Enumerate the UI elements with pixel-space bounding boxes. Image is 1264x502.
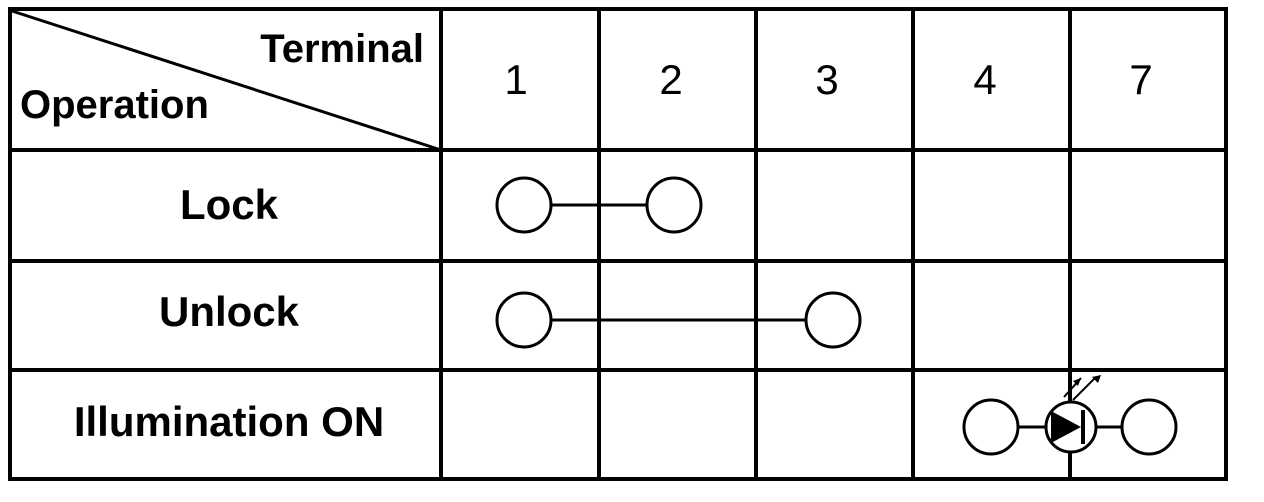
unlock-continuity-connection: [495, 291, 862, 349]
terminal-number-2: 2: [659, 56, 682, 103]
terminal-header: Terminal: [260, 27, 424, 71]
terminal-4-circle: [962, 398, 1020, 456]
row-label-illumination-on: Illumination ON: [74, 398, 384, 445]
corner-diagonal: [11, 9, 442, 152]
terminal-number-1: 1: [504, 56, 527, 103]
table-border: [8, 7, 1228, 481]
terminal-3-circle: [804, 291, 862, 349]
terminal-number-4: 4: [973, 56, 996, 103]
terminal-1-circle: [495, 291, 553, 349]
led-icon: [1051, 375, 1101, 444]
operation-header: Operation: [20, 83, 209, 127]
table-grid: [8, 7, 1228, 481]
terminal-number-3: 3: [815, 56, 838, 103]
lock-continuity-connection: [495, 176, 703, 234]
terminal-7-circle: [1120, 398, 1178, 456]
row-label-lock: Lock: [180, 181, 279, 228]
terminal-1-circle: [495, 176, 553, 234]
terminal-2-circle: [645, 176, 703, 234]
row-label-unlock: Unlock: [159, 288, 300, 335]
terminal-number-7: 7: [1129, 56, 1152, 103]
